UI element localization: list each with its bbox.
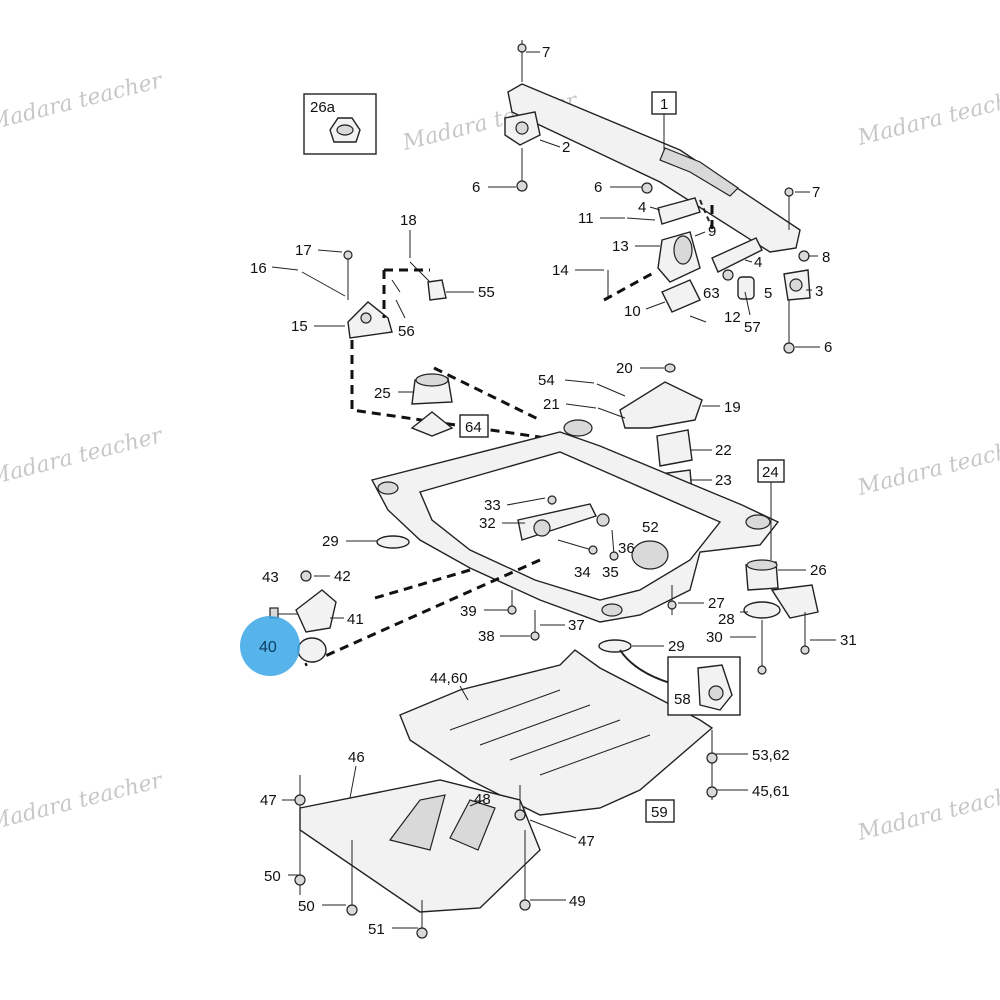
part-label[interactable]: 50	[264, 868, 281, 885]
subframe	[304, 419, 780, 667]
part-label[interactable]: 43	[262, 569, 279, 586]
front-mount	[269, 570, 337, 663]
watermark: Madara teacher	[0, 423, 166, 491]
watermark: Madara teacher	[0, 68, 166, 136]
part-label[interactable]: 47	[260, 792, 277, 809]
part-label[interactable]: 15	[291, 318, 308, 335]
boxed-label-59: 59	[651, 804, 668, 821]
part-label[interactable]: 38	[478, 628, 495, 645]
part-label[interactable]: 9	[708, 223, 716, 240]
part-label[interactable]: 6	[824, 339, 832, 356]
part-label[interactable]: 49	[569, 893, 586, 910]
fasteners	[294, 495, 810, 939]
mount-bracket	[504, 40, 541, 192]
part-label[interactable]: 32	[479, 515, 496, 532]
highlight-marker[interactable]	[240, 616, 300, 676]
part-label[interactable]: 46	[348, 749, 365, 766]
part-label[interactable]: 3	[815, 283, 823, 300]
transmission-mount	[596, 363, 703, 497]
watermark: Madara teacher	[854, 83, 1000, 151]
part-label[interactable]: 12	[724, 309, 741, 326]
inset-58: 58	[667, 656, 741, 716]
engine-mount	[603, 182, 811, 354]
part-label[interactable]: 56	[398, 323, 415, 340]
part-label[interactable]: 20	[616, 360, 633, 377]
mount-bracket-left	[301, 250, 561, 442]
part-label[interactable]: 30	[706, 629, 723, 646]
part-label[interactable]: 16	[250, 260, 267, 277]
cross-member	[507, 83, 801, 253]
part-label[interactable]: 55	[478, 284, 495, 301]
part-label[interactable]: 28	[718, 611, 735, 628]
subframe-bushing	[410, 366, 541, 437]
part-label[interactable]: 31	[840, 632, 857, 649]
part-label[interactable]: 54	[538, 372, 555, 389]
part-label[interactable]: 57	[744, 319, 761, 336]
part-label[interactable]: 35	[602, 564, 619, 581]
part-label[interactable]: 6	[472, 179, 480, 196]
part-label[interactable]: 44,60	[430, 670, 468, 687]
part-label[interactable]: 27	[708, 595, 725, 612]
washer	[376, 535, 410, 549]
watermark: Madara teacher	[854, 433, 1000, 501]
part-label[interactable]: 50	[298, 898, 315, 915]
part-label[interactable]: 53,62	[752, 747, 790, 764]
part-label[interactable]: 47	[578, 833, 595, 850]
boxed-labels: 1 24 64 59	[459, 91, 785, 823]
part-label[interactable]: 29	[668, 638, 685, 655]
part-label[interactable]: 52	[642, 519, 659, 536]
part-label[interactable]: 29	[322, 533, 339, 550]
inset-label: 58	[674, 691, 691, 708]
part-label[interactable]: 48	[474, 791, 491, 808]
splash-shield	[399, 649, 714, 816]
part-label[interactable]: 22	[715, 442, 732, 459]
washer	[598, 639, 632, 653]
part-label[interactable]: 13	[612, 238, 629, 255]
part-label[interactable]: 6	[594, 179, 602, 196]
part-label[interactable]: 51	[368, 921, 385, 938]
part-label[interactable]: 18	[400, 212, 417, 229]
part-label[interactable]: 4	[754, 254, 762, 271]
part-label[interactable]: 7	[542, 44, 550, 61]
part-label[interactable]: 11	[578, 210, 594, 227]
part-label[interactable]: 34	[574, 564, 591, 581]
watermark: Madara teacher	[854, 778, 1000, 846]
part-label[interactable]: 33	[484, 497, 501, 514]
rear-bushing	[743, 559, 819, 672]
part-labels: 7 2 6 6 7 4 11 9 13 4 8 14 5 3 63 10 12 …	[250, 44, 857, 938]
part-label[interactable]: 36	[618, 540, 635, 557]
part-label[interactable]: 37	[568, 617, 585, 634]
part-label[interactable]: 42	[334, 568, 351, 585]
watermark: Madara teacher	[0, 768, 166, 836]
part-label[interactable]: 5	[764, 285, 772, 302]
part-label[interactable]: 25	[374, 385, 391, 402]
boxed-label-64: 64	[465, 419, 482, 436]
inset-26a: 26a	[303, 93, 377, 155]
part-label[interactable]: 63	[703, 285, 720, 302]
part-label[interactable]: 45,61	[752, 783, 790, 800]
part-label[interactable]: 8	[822, 249, 830, 266]
highlight-label[interactable]: 40	[259, 639, 277, 656]
part-label[interactable]: 23	[715, 472, 732, 489]
part-label[interactable]: 7	[812, 184, 820, 201]
part-label[interactable]: 4	[638, 199, 646, 216]
lower-shield	[299, 775, 541, 935]
part-label[interactable]: 26	[810, 562, 827, 579]
part-label[interactable]: 17	[295, 242, 312, 259]
part-label[interactable]: 10	[624, 303, 641, 320]
part-label[interactable]: 2	[562, 139, 570, 156]
boxed-label-24: 24	[762, 464, 779, 481]
part-label[interactable]: 21	[543, 396, 560, 413]
inset-label: 26a	[310, 99, 336, 116]
part-label[interactable]: 19	[724, 399, 741, 416]
part-label[interactable]: 41	[347, 611, 364, 628]
part-label[interactable]: 39	[460, 603, 477, 620]
part-label[interactable]: 14	[552, 262, 569, 279]
boxed-label-1: 1	[660, 96, 668, 113]
